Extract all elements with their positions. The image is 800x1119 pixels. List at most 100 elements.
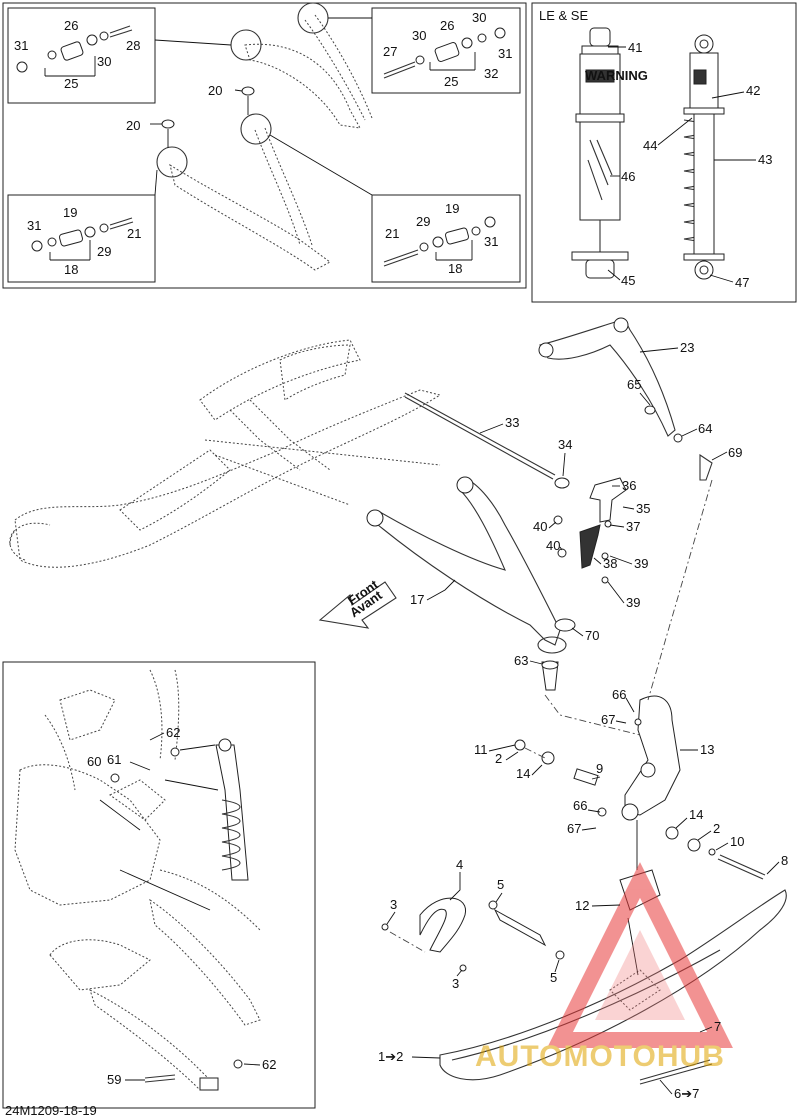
hardware-row-2 — [383, 27, 506, 79]
callout-42: 42 — [746, 83, 760, 98]
hardware-row-4 — [383, 216, 496, 267]
callout-62: 62 — [262, 1057, 276, 1072]
callout-18: 18 — [448, 261, 462, 276]
callout-2: 2 — [713, 821, 720, 836]
assembly-line-4 — [524, 747, 546, 759]
callout-69: 69 — [728, 445, 742, 460]
callout-39: 39 — [626, 595, 640, 610]
callout-47: 47 — [735, 275, 749, 290]
lower-a-arm-sketch — [150, 86, 373, 271]
subbox-4 — [371, 194, 521, 283]
callout-38: 38 — [603, 556, 617, 571]
lower-a-arm — [366, 476, 576, 691]
leader-lines — [99, 347, 780, 1095]
callout-1-2: 1➔2 — [378, 1049, 403, 1064]
subbox-2 — [371, 7, 521, 94]
hardware-row-1 — [16, 25, 133, 77]
arrow-down-2 — [627, 917, 639, 976]
assembly-line-2 — [544, 694, 641, 736]
watermark-text: AUTOMOTOHUB — [475, 1040, 725, 1073]
watermark-logo: AUTOMOTOHUB — [475, 862, 733, 1073]
callout-18: 18 — [64, 262, 78, 277]
assembly-line-3 — [389, 931, 426, 953]
callout-67: 67 — [601, 712, 615, 727]
callout-5: 5 — [497, 877, 504, 892]
callout-66: 66 — [612, 687, 626, 702]
callout-62: 62 — [166, 725, 180, 740]
inset-title: LE & SE — [539, 8, 588, 23]
callout-5: 5 — [550, 970, 557, 985]
spindle — [514, 695, 766, 880]
callout-7: 7 — [714, 1019, 721, 1034]
callout-39: 39 — [634, 556, 648, 571]
callout-63: 63 — [514, 653, 528, 668]
callout-34: 34 — [558, 437, 572, 452]
callout-4: 4 — [456, 857, 463, 872]
callout-61: 61 — [107, 752, 121, 767]
callout-31: 31 — [14, 38, 28, 53]
callout-8: 8 — [781, 853, 788, 868]
callout-13: 13 — [700, 742, 714, 757]
callout-21: 21 — [385, 226, 399, 241]
callout-28: 28 — [126, 38, 140, 53]
steering-rod — [404, 392, 570, 489]
callout-30: 30 — [472, 10, 486, 25]
callout-40: 40 — [546, 538, 560, 553]
callout-10: 10 — [730, 834, 744, 849]
callout-14: 14 — [516, 766, 530, 781]
callout-20: 20 — [208, 83, 222, 98]
chassis-sketch — [9, 339, 442, 568]
assembly-line-1 — [647, 479, 713, 701]
hardware-row-3 — [31, 217, 134, 261]
callout-26: 26 — [64, 18, 78, 33]
bottom-left-frame — [2, 661, 316, 1109]
figure-code: 24M1209-18-19 — [5, 1103, 97, 1118]
callout-30: 30 — [412, 28, 426, 43]
shock-absorber-left — [571, 27, 629, 279]
callout-31: 31 — [27, 218, 41, 233]
subbox-1 — [7, 7, 156, 104]
callout-12: 12 — [575, 898, 589, 913]
top-left-frame — [2, 2, 527, 289]
callout-32: 32 — [484, 66, 498, 81]
callout-19: 19 — [445, 201, 459, 216]
callout-25: 25 — [64, 76, 78, 91]
spindle-bracket — [553, 477, 627, 584]
callout-21: 21 — [127, 226, 141, 241]
callout-40: 40 — [533, 519, 547, 534]
callout-41: 41 — [628, 40, 642, 55]
callout-31: 31 — [498, 46, 512, 61]
upper-a-arm — [538, 317, 713, 481]
shock-absorber-right — [683, 34, 725, 280]
callout-64: 64 — [698, 421, 712, 436]
callout-35: 35 — [636, 501, 650, 516]
callout-59: 59 — [107, 1072, 121, 1087]
callout-6-7: 6➔7 — [674, 1086, 699, 1101]
callout-45: 45 — [621, 273, 635, 288]
subbox-3 — [7, 194, 156, 283]
callout-44: 44 — [643, 138, 657, 153]
callout-19: 19 — [63, 205, 77, 220]
callout-23: 23 — [680, 340, 694, 355]
callout-37: 37 — [626, 519, 640, 534]
callout-70: 70 — [585, 628, 599, 643]
callout-11: 11 — [474, 742, 488, 757]
callout-27: 27 — [383, 44, 397, 59]
callout-14: 14 — [689, 807, 703, 822]
callout-3: 3 — [390, 897, 397, 912]
callout-3: 3 — [452, 976, 459, 991]
shock-warning-label: WARNING — [585, 68, 648, 83]
callout-65: 65 — [627, 377, 641, 392]
bottom-assembly-sketch — [14, 669, 261, 1091]
callout-26: 26 — [440, 18, 454, 33]
handle-loop — [381, 897, 565, 972]
callout-29: 29 — [416, 214, 430, 229]
callout-9: 9 — [596, 761, 603, 776]
callout-33: 33 — [505, 415, 519, 430]
front-direction-arrow — [318, 581, 397, 629]
callout-2: 2 — [495, 751, 502, 766]
callout-31: 31 — [484, 234, 498, 249]
callout-30: 30 — [97, 54, 111, 69]
upper-a-arm-sketch — [154, 2, 373, 129]
